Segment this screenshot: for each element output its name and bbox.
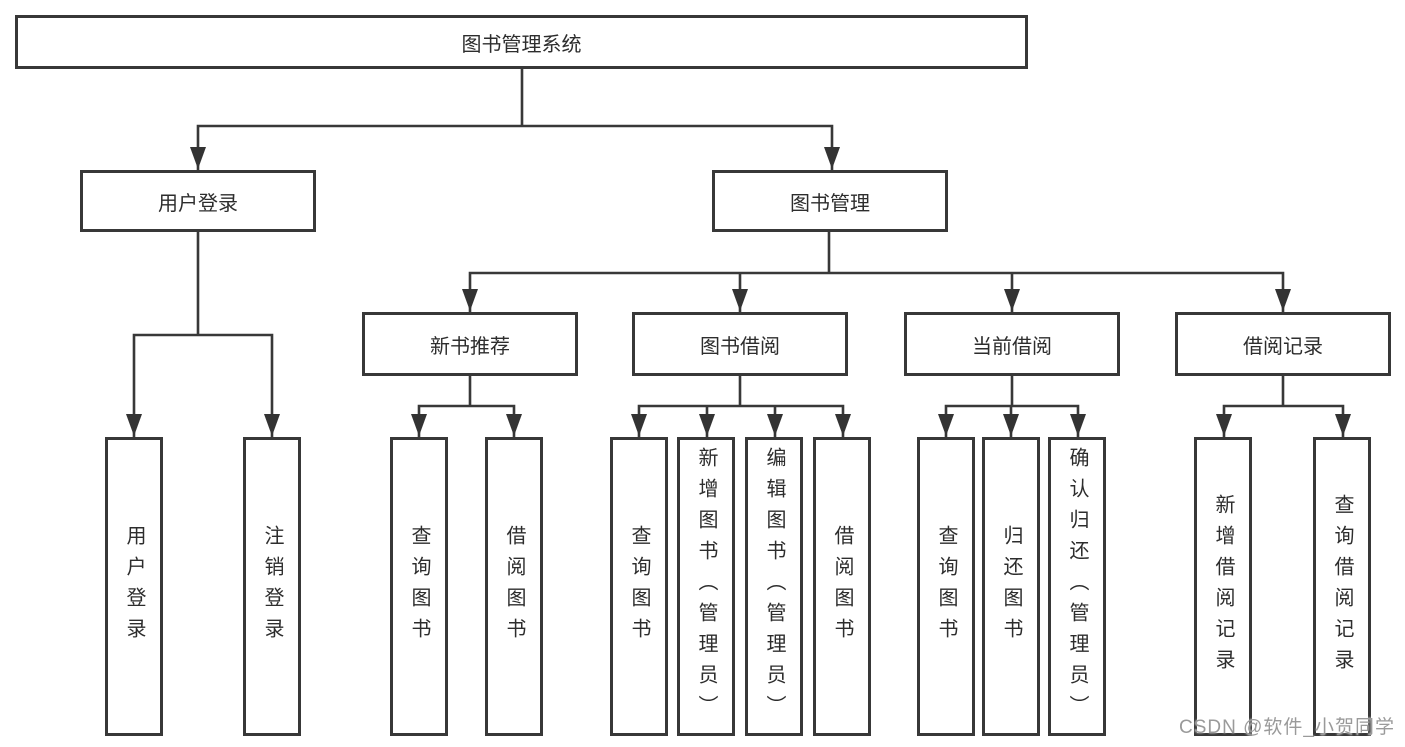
arrowheads	[126, 147, 1351, 436]
leaf-borrow-books-recommend: 借阅图书	[485, 437, 543, 736]
node-user-login: 用户登录	[80, 170, 316, 232]
leaf-label: 用户登录	[123, 524, 145, 649]
leaf-query-borrow-record: 查询借阅记录	[1313, 437, 1371, 736]
leaf-edit-books-admin: 编辑图书（管理员）	[745, 437, 803, 736]
leaf-label: 新增借阅记录	[1212, 493, 1234, 680]
leaf-logout-login: 注销登录	[243, 437, 301, 736]
node-label: 用户登录	[158, 192, 238, 215]
node-label: 图书借阅	[700, 335, 780, 358]
node-book-management: 图书管理	[712, 170, 948, 232]
watermark: CSDN @软件_小贺同学	[1179, 717, 1395, 738]
leaf-label: 查询图书	[408, 524, 430, 649]
leaf-query-books-recommend: 查询图书	[390, 437, 448, 736]
leaf-label: 归还图书	[1000, 524, 1022, 649]
leaf-label: 确认归还（管理员）	[1066, 447, 1088, 726]
node-library-management-system: 图书管理系统	[15, 15, 1028, 69]
node-label: 图书管理	[790, 192, 870, 215]
node-book-borrow: 图书借阅	[632, 312, 848, 376]
node-label: 借阅记录	[1243, 335, 1323, 358]
leaf-return-books: 归还图书	[982, 437, 1040, 736]
node-borrow-records: 借阅记录	[1175, 312, 1391, 376]
node-new-book-recommend: 新书推荐	[362, 312, 578, 376]
leaf-query-books-current: 查询图书	[917, 437, 975, 736]
leaf-label: 注销登录	[261, 524, 283, 649]
leaf-add-borrow-record: 新增借阅记录	[1194, 437, 1252, 736]
leaf-user-login: 用户登录	[105, 437, 163, 736]
leaf-label: 新增图书（管理员）	[695, 447, 717, 726]
leaf-label: 查询图书	[935, 524, 957, 649]
leaf-confirm-return-admin: 确认归还（管理员）	[1048, 437, 1106, 736]
leaf-label: 编辑图书（管理员）	[763, 447, 785, 726]
node-label: 新书推荐	[430, 335, 510, 358]
node-current-borrow: 当前借阅	[904, 312, 1120, 376]
leaf-borrow-books: 借阅图书	[813, 437, 871, 736]
leaf-label: 借阅图书	[831, 524, 853, 649]
node-label: 当前借阅	[972, 335, 1052, 358]
node-label: 图书管理系统	[461, 33, 582, 56]
leaf-query-books-borrow: 查询图书	[610, 437, 668, 736]
leaf-label: 借阅图书	[503, 524, 525, 649]
leaf-add-books-admin: 新增图书（管理员）	[677, 437, 735, 736]
leaf-label: 查询借阅记录	[1331, 493, 1353, 680]
leaf-label: 查询图书	[628, 524, 650, 649]
